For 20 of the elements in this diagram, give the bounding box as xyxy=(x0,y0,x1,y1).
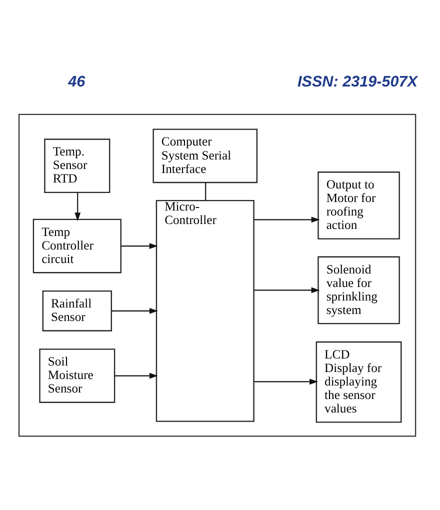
node-box: Temp Controller circuit xyxy=(32,218,122,273)
node-box: Micro-Controller xyxy=(156,199,254,422)
connector xyxy=(205,182,206,200)
arrow xyxy=(254,286,320,293)
node-box: LCD Display for displaying the sensor values xyxy=(316,340,402,422)
cluster xyxy=(18,113,416,436)
label: ISSN: 2319-507X xyxy=(298,73,418,90)
label: 46 xyxy=(68,73,86,90)
arrow xyxy=(121,242,158,248)
node-box: Soil Moisture Sensor xyxy=(39,348,116,402)
arrow xyxy=(111,307,158,314)
arrow xyxy=(254,216,320,222)
node-box: Rainfall Sensor xyxy=(42,290,112,331)
arrow xyxy=(254,378,318,384)
node-box: Solenoid value for sprinkling system xyxy=(318,256,400,324)
node-box: Temp. Sensor RTD xyxy=(44,138,110,192)
arrow xyxy=(74,192,81,221)
arrow xyxy=(114,372,158,378)
node-box: Computer System Serial Interface xyxy=(152,128,258,183)
node-box: Output to Motor for roofing action xyxy=(318,171,400,239)
